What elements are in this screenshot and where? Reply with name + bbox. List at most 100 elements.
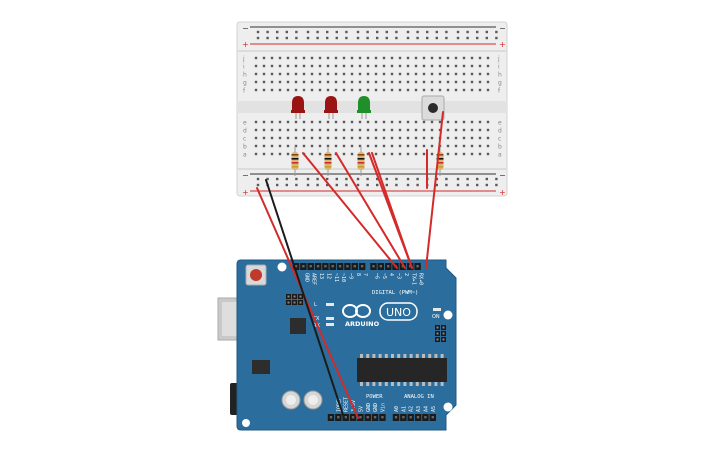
rail-hole[interactable] xyxy=(385,30,388,34)
breadboard-hole[interactable] xyxy=(286,136,290,140)
breadboard-hole[interactable] xyxy=(374,72,378,76)
breadboard-hole[interactable] xyxy=(294,120,298,124)
rail-hole[interactable] xyxy=(366,177,369,181)
rail-hole[interactable] xyxy=(335,177,338,181)
breadboard-hole[interactable] xyxy=(430,144,434,148)
breadboard-hole[interactable] xyxy=(454,144,458,148)
breadboard-hole[interactable] xyxy=(486,64,490,68)
breadboard-hole[interactable] xyxy=(414,80,418,84)
breadboard-hole[interactable] xyxy=(318,120,322,124)
breadboard-hole[interactable] xyxy=(454,72,458,76)
breadboard-hole[interactable] xyxy=(326,136,330,140)
rail-hole[interactable] xyxy=(466,36,469,40)
breadboard-hole[interactable] xyxy=(382,56,386,60)
breadboard-hole[interactable] xyxy=(470,120,474,124)
breadboard-hole[interactable] xyxy=(382,152,386,156)
breadboard-hole[interactable] xyxy=(398,72,402,76)
rail-hole[interactable] xyxy=(406,177,410,181)
breadboard-hole[interactable] xyxy=(270,128,274,132)
breadboard-hole[interactable] xyxy=(358,128,362,132)
rail-hole[interactable] xyxy=(476,30,479,34)
rail-hole[interactable] xyxy=(256,30,260,34)
breadboard-hole[interactable] xyxy=(486,120,490,124)
breadboard-hole[interactable] xyxy=(382,80,386,84)
breadboard-hole[interactable] xyxy=(454,56,458,60)
rail-hole[interactable] xyxy=(266,30,269,34)
rail-hole[interactable] xyxy=(456,36,460,40)
rail-hole[interactable] xyxy=(406,30,410,34)
breadboard-hole[interactable] xyxy=(438,56,442,60)
rail-hole[interactable] xyxy=(495,177,498,181)
rail-hole[interactable] xyxy=(395,30,398,34)
breadboard-hole[interactable] xyxy=(422,136,426,140)
rail-hole[interactable] xyxy=(485,36,488,40)
breadboard-hole[interactable] xyxy=(270,72,274,76)
breadboard-hole[interactable] xyxy=(294,144,298,148)
breadboard-hole[interactable] xyxy=(478,136,482,140)
rail-hole[interactable] xyxy=(306,30,310,34)
breadboard-hole[interactable] xyxy=(462,80,466,84)
breadboard-hole[interactable] xyxy=(462,136,466,140)
breadboard-hole[interactable] xyxy=(422,128,426,132)
breadboard-hole[interactable] xyxy=(470,56,474,60)
breadboard-hole[interactable] xyxy=(422,120,426,124)
breadboard-hole[interactable] xyxy=(398,80,402,84)
breadboard-hole[interactable] xyxy=(382,88,386,92)
breadboard-hole[interactable] xyxy=(278,64,282,68)
breadboard-hole[interactable] xyxy=(318,144,322,148)
breadboard-hole[interactable] xyxy=(414,64,418,68)
breadboard-hole[interactable] xyxy=(350,152,354,156)
rail-hole[interactable] xyxy=(295,183,298,187)
breadboard-hole[interactable] xyxy=(462,120,466,124)
breadboard-hole[interactable] xyxy=(454,80,458,84)
rail-hole[interactable] xyxy=(326,36,329,40)
breadboard-hole[interactable] xyxy=(350,128,354,132)
breadboard-hole[interactable] xyxy=(398,128,402,132)
breadboard-hole[interactable] xyxy=(342,64,346,68)
breadboard-hole[interactable] xyxy=(342,144,346,148)
breadboard-hole[interactable] xyxy=(358,64,362,68)
breadboard-hole[interactable] xyxy=(486,136,490,140)
breadboard-hole[interactable] xyxy=(406,120,410,124)
breadboard-hole[interactable] xyxy=(446,152,450,156)
breadboard-hole[interactable] xyxy=(350,80,354,84)
rail-hole[interactable] xyxy=(485,30,488,34)
breadboard-hole[interactable] xyxy=(326,80,330,84)
breadboard-hole[interactable] xyxy=(390,56,394,60)
rail-hole[interactable] xyxy=(426,36,429,40)
breadboard-hole[interactable] xyxy=(430,72,434,76)
breadboard-hole[interactable] xyxy=(318,56,322,60)
rail-hole[interactable] xyxy=(345,177,348,181)
breadboard-hole[interactable] xyxy=(254,152,258,156)
breadboard-hole[interactable] xyxy=(366,152,370,156)
breadboard-hole[interactable] xyxy=(350,136,354,140)
breadboard-hole[interactable] xyxy=(398,144,402,148)
breadboard-hole[interactable] xyxy=(438,80,442,84)
breadboard-hole[interactable] xyxy=(398,88,402,92)
breadboard-hole[interactable] xyxy=(430,136,434,140)
breadboard-hole[interactable] xyxy=(470,80,474,84)
breadboard-hole[interactable] xyxy=(286,72,290,76)
breadboard-hole[interactable] xyxy=(262,56,266,60)
rail-hole[interactable] xyxy=(495,183,498,187)
breadboard-hole[interactable] xyxy=(350,56,354,60)
breadboard-hole[interactable] xyxy=(454,64,458,68)
breadboard-hole[interactable] xyxy=(478,88,482,92)
rail-hole[interactable] xyxy=(276,36,279,40)
breadboard-hole[interactable] xyxy=(414,152,418,156)
breadboard-hole[interactable] xyxy=(422,80,426,84)
rail-hole[interactable] xyxy=(406,36,410,40)
breadboard-hole[interactable] xyxy=(446,136,450,140)
breadboard-hole[interactable] xyxy=(318,80,322,84)
breadboard-hole[interactable] xyxy=(302,136,306,140)
breadboard-hole[interactable] xyxy=(254,72,258,76)
breadboard-hole[interactable] xyxy=(262,64,266,68)
rail-hole[interactable] xyxy=(295,30,298,34)
breadboard-hole[interactable] xyxy=(278,56,282,60)
rail-hole[interactable] xyxy=(316,30,319,34)
breadboard-hole[interactable] xyxy=(350,72,354,76)
rail-hole[interactable] xyxy=(376,30,379,34)
breadboard-hole[interactable] xyxy=(318,152,322,156)
breadboard-hole[interactable] xyxy=(262,128,266,132)
